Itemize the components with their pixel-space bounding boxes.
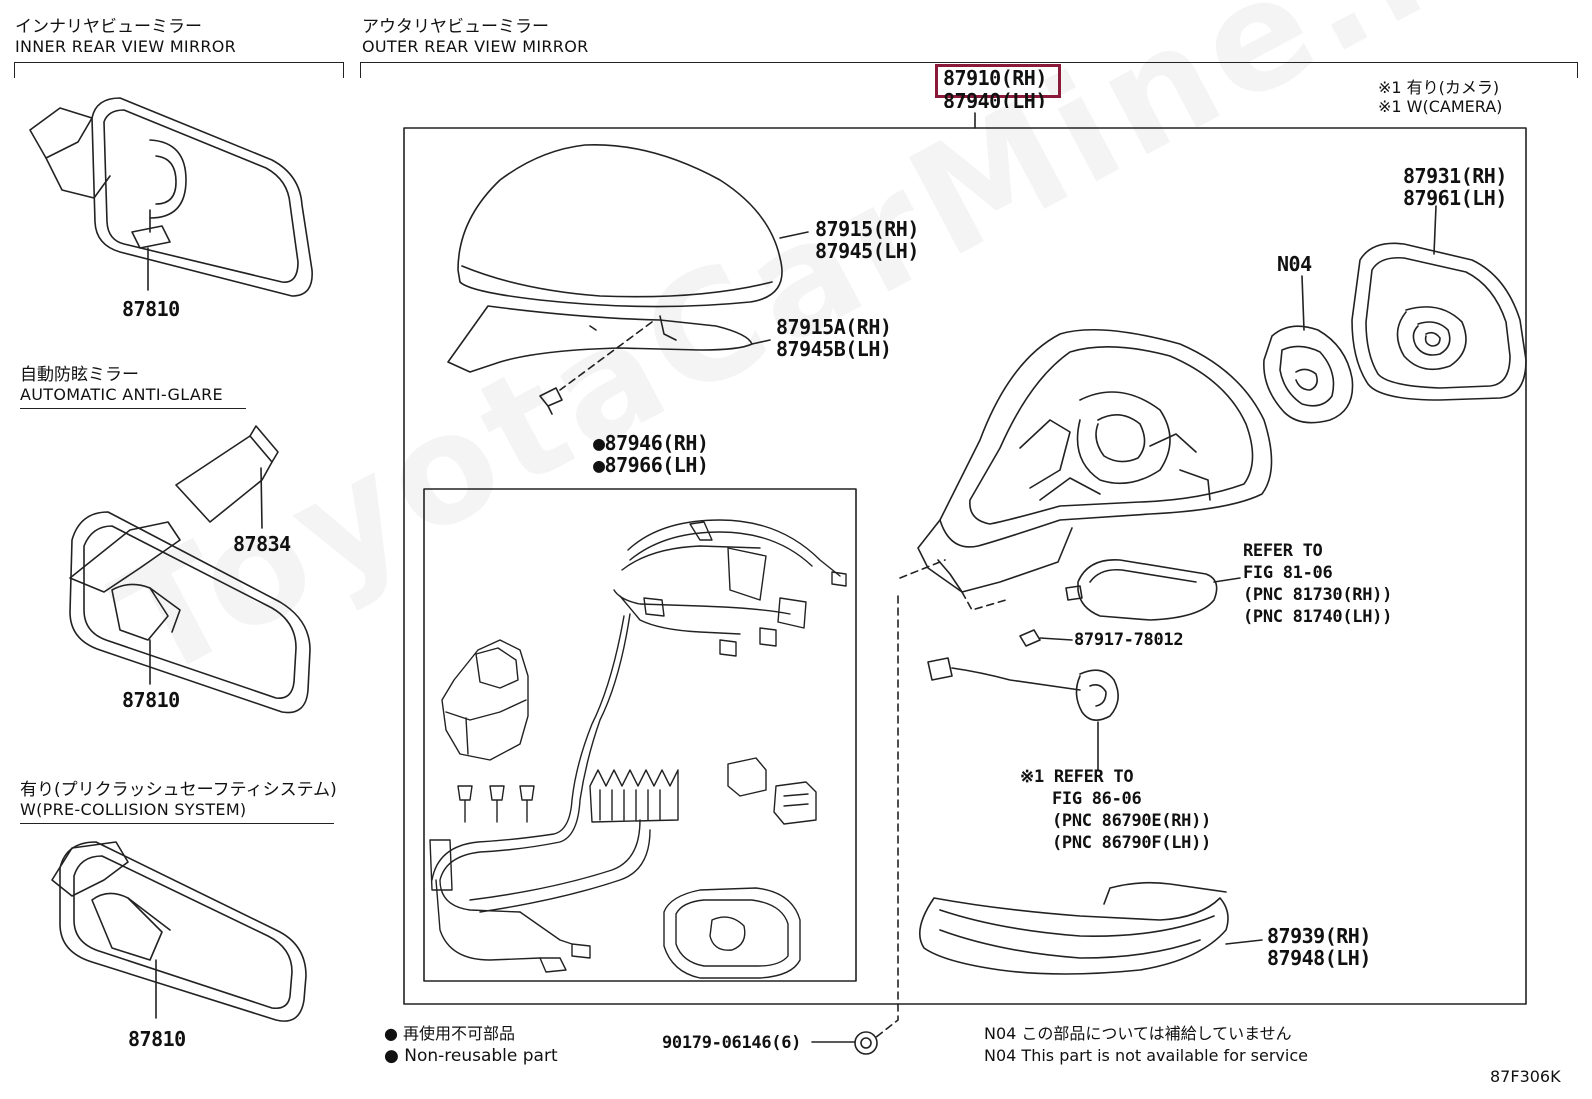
- mirror-cover-drawing: [457, 143, 809, 308]
- garnish-lamp-drawing: [918, 881, 1263, 975]
- selected-part-highlight[interactable]: [935, 64, 1061, 98]
- clip-drawing: [811, 1031, 878, 1055]
- harness-rh-label[interactable]: ●87946(RH): [593, 431, 709, 455]
- pre-collision-title-en: W(PRE-COLLISION SYSTEM): [20, 800, 247, 819]
- harness-drawing: [429, 519, 847, 979]
- clip-dashed-line: [874, 595, 899, 1039]
- refer-86-line2[interactable]: FIG 86-06: [1052, 789, 1142, 809]
- pre-collision-title-jp: 有り(プリクラッシュセーフティシステム): [20, 780, 337, 800]
- mirror-glass-rh-label[interactable]: 87931(RH): [1403, 164, 1507, 188]
- refer-81-line4: (PNC 81740(LH)): [1243, 607, 1393, 627]
- camera-cable-drawing: [927, 657, 1119, 771]
- n04-note-jp: N04 この部品については補給していません: [984, 1024, 1292, 1043]
- mirror-housing-drawing: [899, 328, 1273, 611]
- anti-glare-part-label[interactable]: 87810: [122, 688, 180, 712]
- anti-glare-rule: [20, 408, 246, 409]
- garnish-lamp-lh-label[interactable]: 87948(LH): [1267, 946, 1371, 970]
- camera-note-en: ※1 W(CAMERA): [1378, 97, 1503, 116]
- garnish-lamp-rh-label[interactable]: 87939(RH): [1267, 924, 1371, 948]
- legend-en: ● Non-reusable part: [384, 1046, 558, 1066]
- cover-lh-label[interactable]: 87945(LH): [815, 239, 919, 263]
- refer-81-line1: REFER TO: [1243, 541, 1323, 561]
- assembly-rh-label[interactable]: 87910(RH): [943, 66, 1047, 90]
- refer-81-line3: (PNC 81730(RH)): [1243, 585, 1393, 605]
- pre-collision-part-label[interactable]: 87810: [128, 1027, 186, 1051]
- anti-glare-mirror-drawing: [69, 425, 311, 714]
- outer-mirror-title-en: OUTER REAR VIEW MIRROR: [362, 37, 589, 56]
- inner-mirror-rule: [14, 62, 344, 63]
- clip-label[interactable]: 90179-06146(6): [662, 1033, 802, 1053]
- anti-glare-bracket-label[interactable]: 87834: [233, 532, 291, 556]
- assembly-lh-label[interactable]: 87940(LH): [943, 89, 1047, 108]
- refer-86-line4: (PNC 86790F(LH)): [1052, 833, 1211, 853]
- inner-mirror-drawing: [29, 97, 313, 297]
- mirror-glass-drawing: [1351, 205, 1527, 401]
- screw-label[interactable]: 87917-78012: [1074, 630, 1184, 650]
- n04-actuator-drawing: [1263, 275, 1354, 424]
- side-lamp-drawing: [1019, 559, 1241, 647]
- refer-81-line2[interactable]: FIG 81-06: [1243, 563, 1333, 583]
- harness-subframe: [423, 488, 857, 982]
- refer-86-line1: ※1 REFER TO: [1020, 767, 1134, 787]
- inner-mirror-title-jp: インナリヤビューミラー: [15, 17, 202, 37]
- anti-glare-title-jp: 自動防眩ミラー: [20, 365, 139, 385]
- legend-jp: ● 再使用不可部品: [384, 1024, 516, 1043]
- anti-glare-title-en: AUTOMATIC ANTI-GLARE: [20, 385, 223, 404]
- figure-code: 87F306K: [1490, 1067, 1561, 1086]
- inner-mirror-part-label[interactable]: 87810: [122, 297, 180, 321]
- pre-collision-mirror-drawing: [51, 841, 307, 1022]
- harness-lh-label[interactable]: ●87966(LH): [593, 453, 709, 477]
- refer-86-line3: (PNC 86790E(RH)): [1052, 811, 1211, 831]
- camera-note-jp: ※1 有り(カメラ): [1378, 78, 1500, 97]
- cover-rh-label[interactable]: 87915(RH): [815, 217, 919, 241]
- outer-mirror-rule: [360, 62, 1578, 63]
- lower-cover-rh-label[interactable]: 87915A(RH): [776, 315, 892, 339]
- pre-collision-rule: [20, 823, 334, 824]
- outer-mirror-title-jp: アウタリヤビューミラー: [362, 17, 549, 37]
- n04-note-en: N04 This part is not available for servi…: [984, 1046, 1308, 1065]
- mirror-glass-lh-label[interactable]: 87961(LH): [1403, 186, 1507, 210]
- lower-cover-lh-label[interactable]: 87945B(LH): [776, 337, 892, 361]
- n04-label[interactable]: N04: [1277, 252, 1312, 276]
- outer-mirror-frame: [403, 127, 1527, 1005]
- lower-cover-drawing: [447, 305, 771, 415]
- inner-mirror-title-en: INNER REAR VIEW MIRROR: [15, 37, 237, 56]
